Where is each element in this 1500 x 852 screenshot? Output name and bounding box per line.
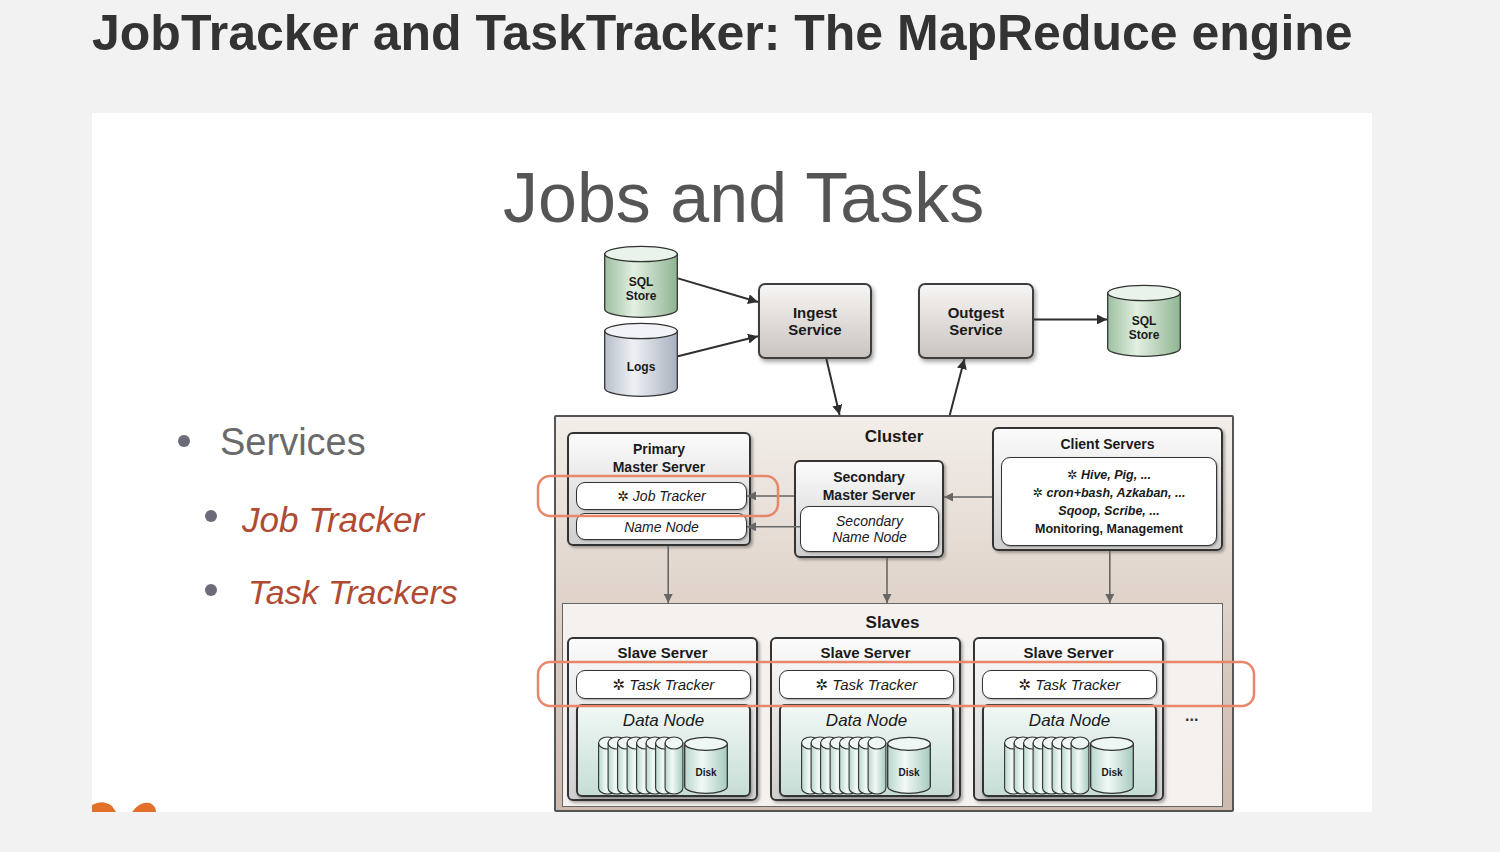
data-node-box: Data NodeDisk [779, 704, 954, 797]
disk-cylinder: Disk [684, 737, 728, 794]
bullet-dot [205, 584, 217, 596]
server-box: Slave Server ✲ Task TrackerData NodeDisk [770, 637, 961, 801]
server-box: Primary Master Server ✲ Job TrackerName N… [567, 432, 751, 546]
server-box: Slave Server ✲ Task TrackerData NodeDisk [973, 637, 1164, 801]
box-heading: Client Servers [994, 435, 1221, 453]
box-text: ✲ Hive, Pig, ... [1067, 466, 1151, 484]
service-pill: ✲ Task Tracker [779, 670, 954, 699]
cylinder-top [685, 737, 728, 750]
box-heading: Primary Master Server [611, 440, 707, 476]
bullet-text: Task Trackers [248, 575, 458, 609]
box-text: Logs [627, 361, 656, 375]
database-cylinder: SQL Store [604, 246, 678, 318]
cylinder-body [605, 331, 678, 396]
box-text: Disk [898, 767, 919, 778]
service-box: Outgest Service [918, 283, 1034, 359]
service-pill: ✲ Job Tracker [576, 482, 747, 510]
box-text: Sqoop, Scribe, ... [1058, 502, 1159, 520]
box-text: SQL Store [1124, 315, 1164, 343]
page-title: JobTracker and TaskTracker: The MapReduc… [92, 8, 1353, 58]
connector-arrow [826, 359, 839, 415]
highlight-outline [538, 662, 1254, 706]
service-pill: ✲ Task Tracker [576, 670, 751, 699]
box-text: Ingest Service [775, 304, 855, 339]
cylinder-body [1108, 293, 1181, 356]
cylinder-outline [887, 737, 931, 794]
cylinder-body [888, 744, 931, 793]
logo-fragment [92, 802, 116, 812]
cylinder-top [1108, 285, 1181, 300]
disk-cylinder: Disk [887, 737, 931, 794]
connector-arrow [747, 495, 794, 497]
server-box: Client Servers ✲ Hive, Pig, ...✲ cron+bas… [992, 427, 1223, 551]
connector-arrow [678, 336, 758, 356]
database-cylinder: SQL Store [1107, 285, 1181, 357]
server-box: Secondary Master ServerSecondary Name No… [794, 460, 944, 558]
box-heading: Slave Server [975, 644, 1162, 661]
tool-list-box: ✲ Hive, Pig, ...✲ cron+bash, Azkaban, ..… [1001, 457, 1217, 546]
box-text: Disk [1101, 767, 1122, 778]
cylinder-top [1091, 737, 1134, 750]
bullet-text: Job Tracker [242, 502, 424, 537]
cylinder-body [605, 254, 678, 317]
connector-arrow [1109, 551, 1111, 603]
disk-stack [599, 737, 683, 794]
box-heading: Data Node [781, 711, 952, 731]
box-text: Outgest Service [936, 304, 1016, 339]
bullet-dot [205, 510, 217, 522]
cylinder-top [605, 323, 678, 338]
data-node-box: Data NodeDisk [576, 704, 751, 797]
box-heading: Data Node [578, 711, 749, 731]
box-heading: Secondary Master Server [821, 468, 917, 504]
box-text: ✲ Task Tracker [816, 676, 918, 693]
box-text: ✲ Job Tracker [617, 488, 706, 504]
cylinder-outline [604, 323, 678, 397]
box-text: SQL Store [621, 276, 661, 304]
ellipsis-mark: ... [1185, 708, 1198, 724]
cylinder-outline [1090, 737, 1134, 794]
box-text: ✲ Task Tracker [613, 676, 715, 693]
cylinder-body [1091, 744, 1134, 793]
data-node-box: Data NodeDisk [982, 704, 1157, 797]
box-heading: Slaves [563, 613, 1222, 633]
box-text: ✲ cron+bash, Azkaban, ... [1033, 484, 1186, 502]
highlight-outline [538, 476, 778, 516]
disk-stack [802, 737, 886, 794]
cylinder-outline [684, 737, 728, 794]
connector-arrow [886, 558, 888, 603]
service-box: Ingest Service [758, 283, 872, 359]
cluster-box: ClusterPrimary Master Server✲ Job Tracke… [554, 415, 1234, 812]
box-heading: Slave Server [569, 644, 756, 661]
box-text: Monitoring, Management [1035, 520, 1183, 538]
server-box: Slave Server ✲ Task TrackerData NodeDisk [567, 637, 758, 801]
box-text: ✲ Task Tracker [1019, 676, 1121, 693]
slide-title: Jobs and Tasks [503, 163, 984, 233]
box-heading: Data Node [984, 711, 1155, 731]
service-pill: Secondary Name Node [800, 506, 939, 552]
box-text: Disk [695, 767, 716, 778]
connector-arrow [747, 526, 800, 528]
cylinder-top [888, 737, 931, 750]
logo-fragment [132, 803, 156, 812]
slaves-group: SlavesSlave Server ✲ Task TrackerData Nod… [562, 603, 1223, 807]
box-text: Secondary Name Node [820, 513, 920, 545]
box-heading: Slave Server [772, 644, 959, 661]
connector-arrow [944, 496, 992, 498]
connector-arrow [1034, 318, 1107, 320]
disk-stack [1005, 737, 1089, 794]
service-pill: ✲ Task Tracker [982, 670, 1157, 699]
disk-cylinder: Disk [1090, 737, 1134, 794]
cylinder-top [605, 246, 678, 261]
connector-arrow [678, 278, 758, 302]
bullet-text: Services [220, 423, 366, 461]
bullet-dot [178, 435, 190, 447]
service-pill: Name Node [576, 513, 747, 540]
connector-arrow [950, 359, 965, 415]
box-text: Name Node [624, 519, 699, 535]
cylinder-body [685, 744, 728, 793]
connector-arrow [667, 546, 669, 603]
log-cylinder: Logs [604, 323, 678, 397]
